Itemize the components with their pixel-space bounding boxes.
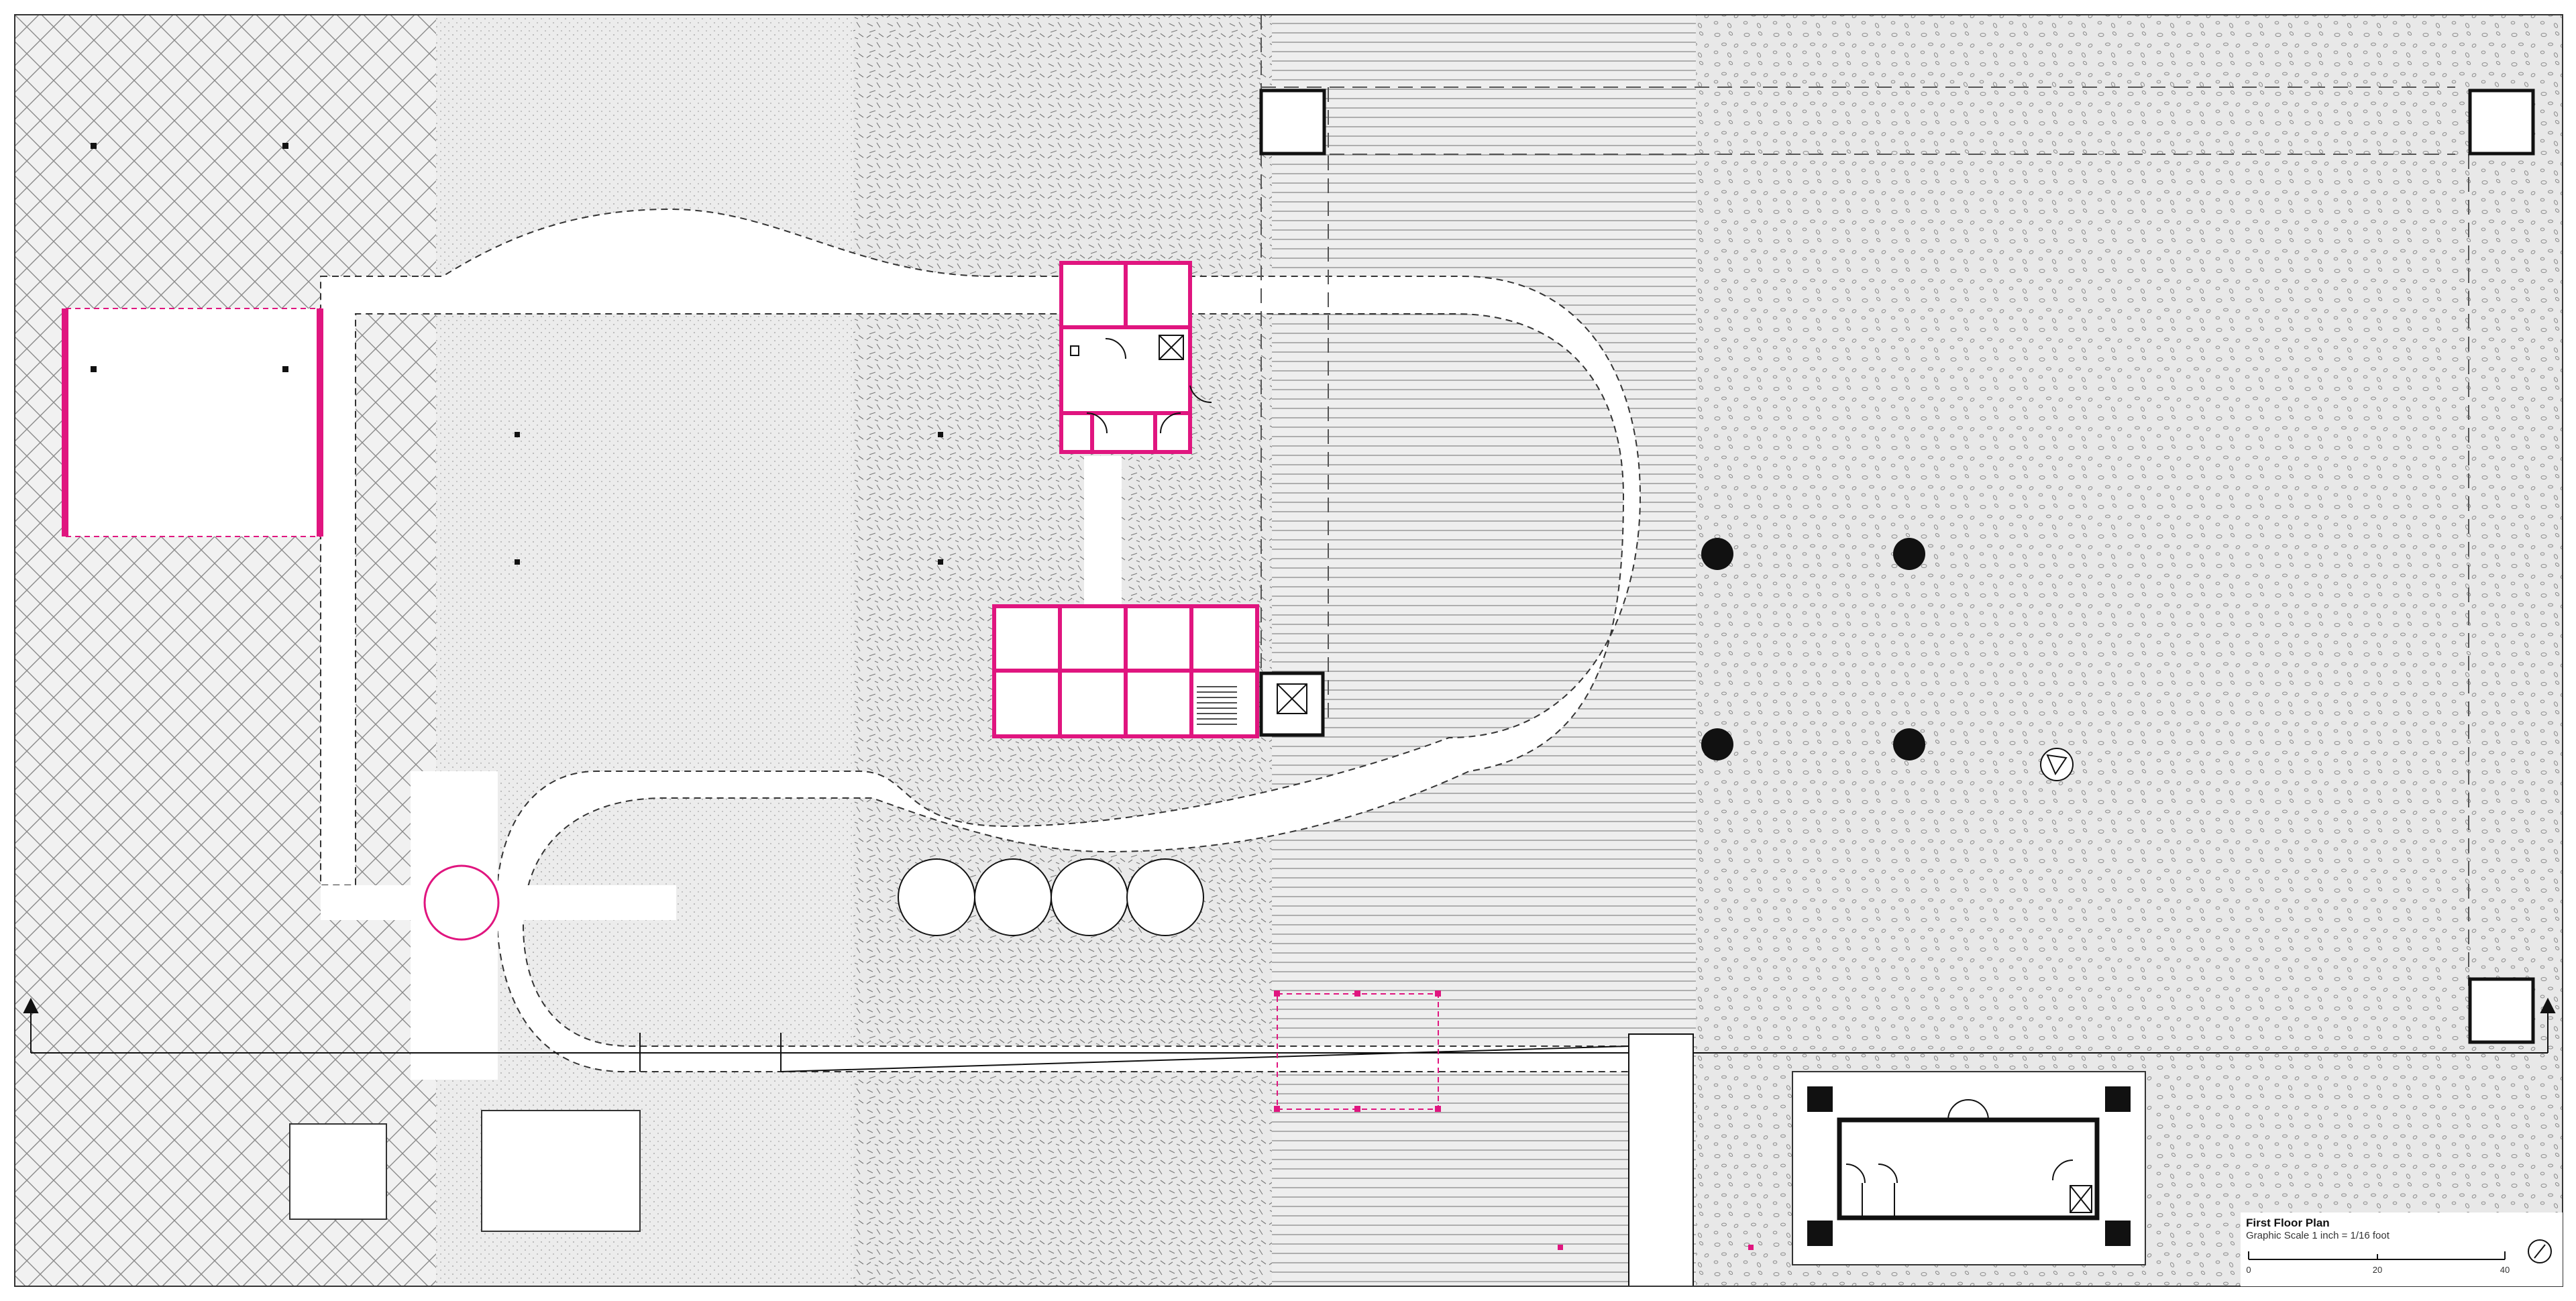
zone-stipple (436, 15, 853, 1286)
pavilion-wall-west (62, 308, 68, 536)
south-boxes (289, 1110, 641, 1232)
scale-tick-40: 40 (2500, 1265, 2510, 1275)
stair-icon (1197, 686, 1237, 725)
title-block-bg (2241, 1212, 2563, 1286)
elevator-icon (1159, 335, 1184, 360)
north-arrow (2040, 748, 2074, 781)
east-columns (1701, 538, 1925, 760)
upper-building (1059, 261, 1192, 454)
scale-tick-20: 20 (2372, 1265, 2383, 1275)
drawing-title: First Floor Plan (2246, 1217, 2330, 1229)
setback-lines (1260, 15, 2469, 986)
toilet-icon (1070, 345, 1079, 356)
connector-walk (1084, 456, 1122, 610)
north-arrow-icon (2046, 754, 2068, 776)
zone-crosshatch (15, 15, 436, 1286)
title-block: First Floor Plan Graphic Scale 1 inch = … (2245, 1212, 2560, 1280)
ground-textures (15, 15, 2563, 1286)
west-pavilion (62, 308, 323, 537)
planters (898, 858, 1204, 936)
zone-lines (1272, 15, 1696, 1286)
core-box (1259, 671, 1325, 737)
fence-outline (1274, 991, 1754, 1250)
pavilion-wall-east (317, 308, 323, 536)
path-spurs (321, 456, 1694, 1287)
key-plan-inset (1792, 1071, 2146, 1265)
sheet-border (14, 14, 2563, 1287)
pavilion-roof (65, 308, 321, 537)
graphic-scale-label: Graphic Scale 1 inch = 1/16 foot (2246, 1230, 2390, 1241)
lower-building (992, 604, 1259, 738)
section-cut (23, 997, 2556, 1054)
column-dots (91, 143, 943, 565)
east-walk (1628, 1033, 1694, 1287)
scale-bar (2248, 1239, 2552, 1263)
upper-building-details (1070, 335, 1212, 434)
stair (1197, 686, 1237, 725)
door-swing-icon (1105, 338, 1126, 359)
junction-circle (423, 864, 500, 941)
scale-tick-0: 0 (2246, 1265, 2251, 1275)
section-arrow-icon (23, 997, 39, 1013)
ramp-lines (639, 1033, 1629, 1072)
square-piers (1259, 89, 2535, 1044)
